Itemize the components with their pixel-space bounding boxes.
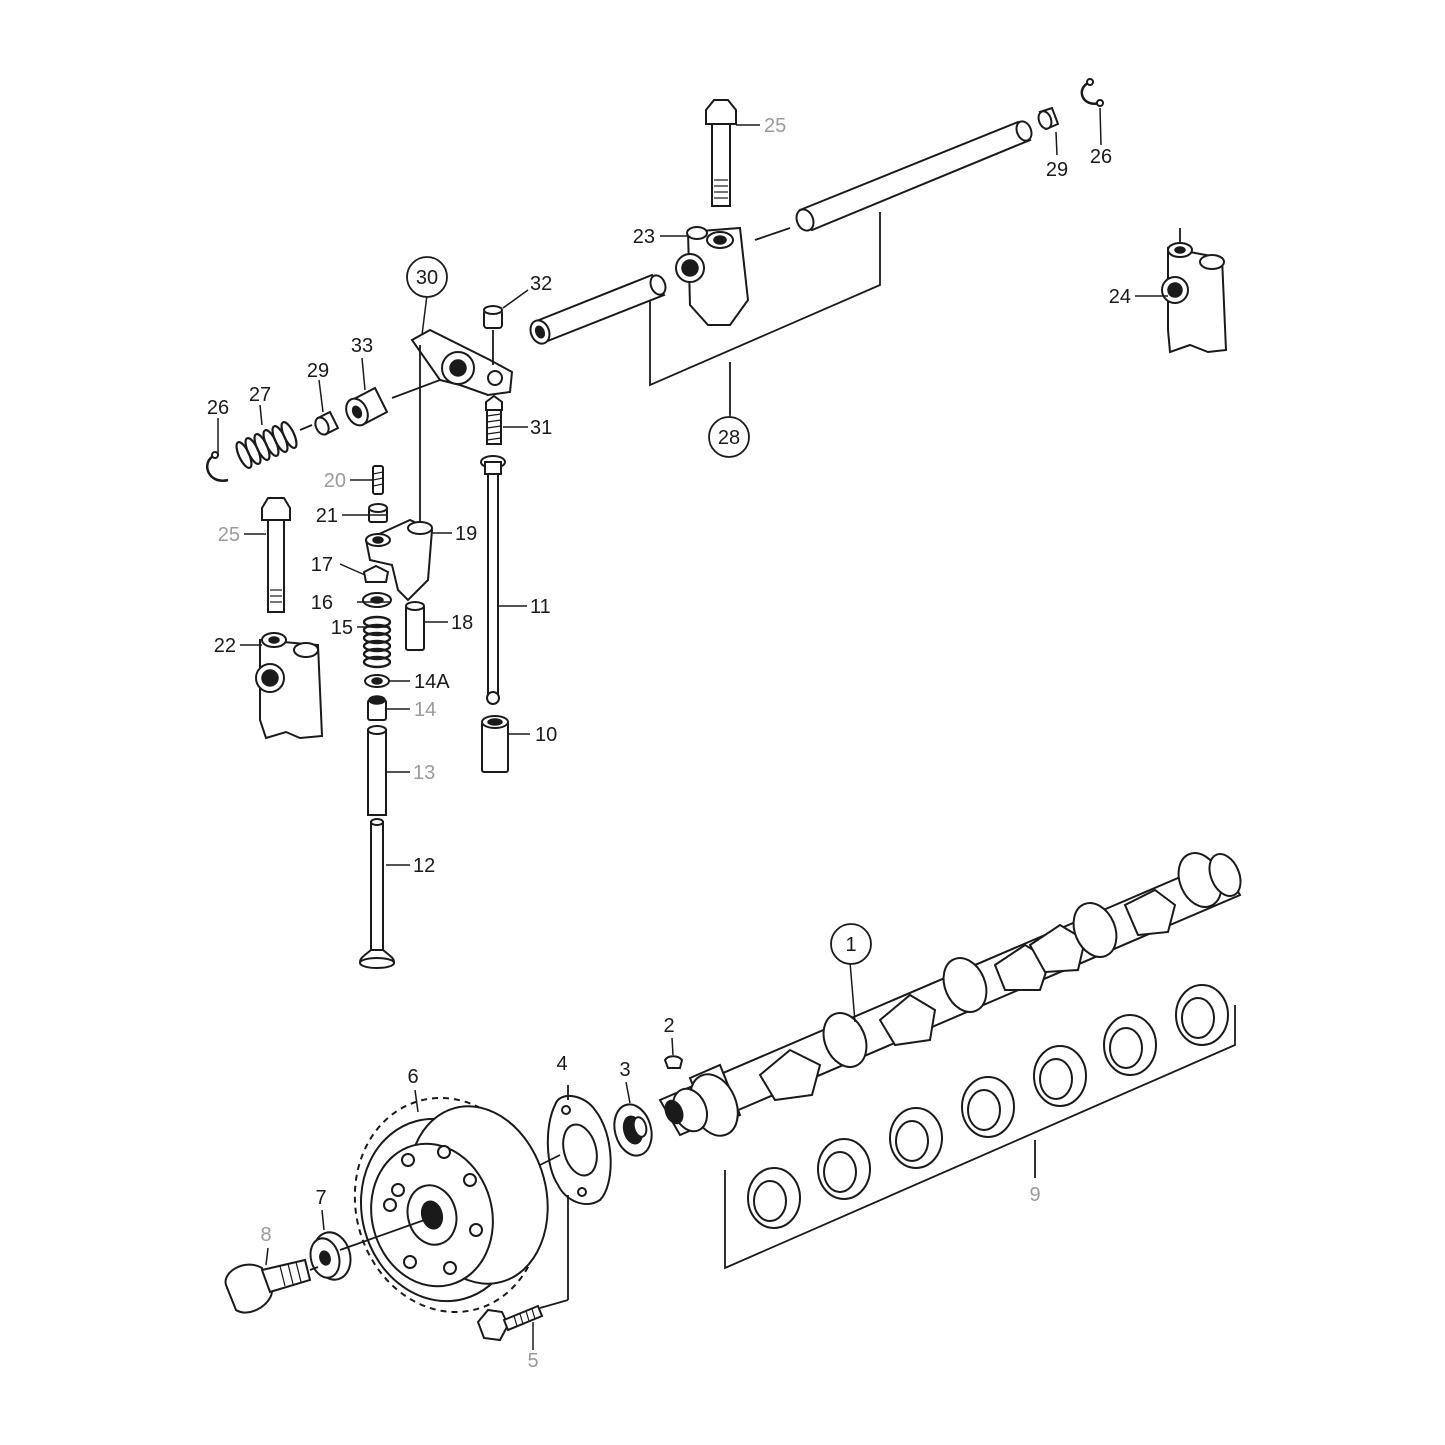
tappet-10	[481, 715, 509, 773]
adjuster-32	[483, 305, 503, 365]
callout-18: 18	[451, 612, 473, 634]
shaft-support-23	[675, 226, 791, 326]
seal-ring-3	[613, 1103, 653, 1157]
valve-12	[358, 818, 396, 969]
leader-lines	[217, 107, 1168, 1350]
rocker-shaft-left	[529, 273, 667, 345]
callout-9: 9	[1029, 1184, 1040, 1206]
spring-retainer-16	[362, 592, 392, 608]
bracket-28	[649, 212, 881, 415]
callout-22: 22	[214, 635, 236, 657]
callout-25-left: 25	[218, 524, 240, 546]
callout-31: 31	[530, 417, 552, 439]
callout-4: 4	[556, 1053, 567, 1075]
bolt-25-left	[261, 497, 291, 613]
callout-19: 19	[455, 523, 477, 545]
callout-11: 11	[530, 596, 551, 618]
callout-3: 3	[619, 1059, 630, 1081]
pushrod-11	[480, 455, 506, 705]
valve-seal-14	[367, 695, 387, 721]
bearing-set-9	[724, 984, 1236, 1270]
rocker-arm-30	[410, 328, 514, 530]
callout-29-right: 29	[1046, 159, 1068, 181]
shaft-support-22	[255, 632, 324, 740]
callout-30: 30	[406, 256, 448, 298]
bearing-bush	[747, 984, 1229, 1229]
camshaft-gear-6	[353, 1096, 549, 1314]
callout-10: 10	[535, 724, 557, 746]
callout-2: 2	[663, 1015, 674, 1037]
bolt-5	[476, 1299, 569, 1342]
svg-text:28: 28	[718, 427, 740, 449]
callout-1: 1	[830, 923, 872, 965]
callout-17: 17	[311, 554, 333, 576]
camshaft-1	[658, 852, 1242, 1137]
spacer-29-left	[314, 410, 340, 436]
callout-33: 33	[351, 335, 373, 357]
callout-5: 5	[527, 1350, 538, 1372]
callout-8: 8	[260, 1224, 271, 1246]
callout-20: 20	[324, 470, 346, 492]
callout-12: 12	[413, 855, 435, 877]
valve-bridge-19	[364, 518, 434, 602]
seal-14a	[364, 674, 390, 688]
shaft-support-24	[1161, 228, 1228, 354]
callout-27: 27	[249, 384, 271, 406]
nut-21	[368, 503, 388, 523]
callout-26-left: 26	[207, 397, 229, 419]
svg-text:1: 1	[845, 934, 856, 956]
callout-26-right: 26	[1090, 146, 1112, 168]
bolt-25-top	[705, 99, 737, 207]
callout-23: 23	[633, 226, 655, 248]
valve-lock-17	[362, 564, 390, 583]
bolt-8	[224, 1258, 319, 1314]
circlip-26-right	[1080, 78, 1104, 107]
callout-13: 13	[413, 762, 435, 784]
key-2	[663, 1055, 684, 1069]
thrust-plate-4	[539, 1085, 612, 1300]
bushing-33	[345, 379, 441, 427]
spacer-29-right	[1037, 106, 1060, 131]
svg-text:30: 30	[416, 267, 438, 289]
callout-25-top: 25	[764, 115, 786, 137]
circlip-26-left	[206, 451, 229, 482]
callout-14a: 14A	[414, 671, 450, 693]
adjusting-screw-31	[485, 394, 503, 445]
screw-20	[372, 465, 384, 495]
callout-21: 21	[316, 505, 338, 527]
callout-labels: 1 2 3 4 5 6 7 8 9 10 11 12 13 14 14A 15 …	[207, 115, 1131, 1372]
callout-16: 16	[311, 592, 333, 614]
callout-28: 28	[708, 416, 750, 458]
valve-guide-13	[367, 725, 387, 816]
callout-24: 24	[1109, 286, 1131, 308]
valve-spring-15	[362, 615, 392, 669]
callout-32: 32	[530, 273, 552, 295]
spring-27	[235, 421, 313, 469]
callout-15: 15	[331, 617, 353, 639]
callout-6: 6	[407, 1066, 418, 1088]
pin-18	[405, 601, 425, 651]
rocker-shaft-right	[795, 120, 1033, 232]
callout-29-left: 29	[307, 360, 329, 382]
callout-7: 7	[315, 1187, 326, 1209]
callout-14: 14	[414, 699, 436, 721]
